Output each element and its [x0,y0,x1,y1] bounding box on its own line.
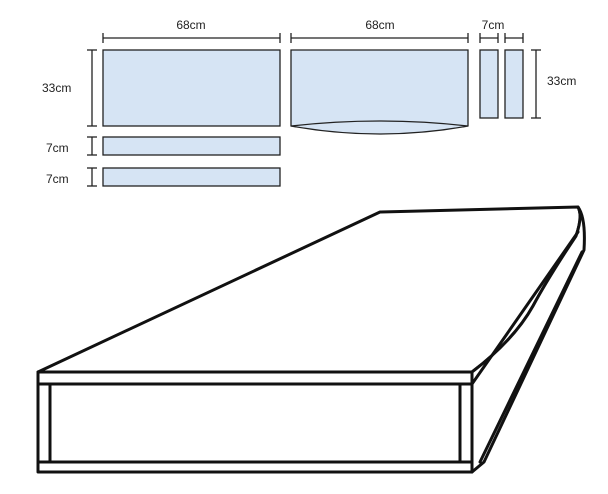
border-strip-1 [102,136,281,156]
bottom-panel-width-label: 68cm [365,18,394,32]
top-panel-width-label: 68cm [176,18,205,32]
cushion-illustration [36,205,586,474]
side-panel-left [479,49,499,119]
side-panel-height-label: 33cm [547,74,576,88]
dim-top-width [102,33,281,43]
cushion-side-seam-1 [470,230,580,386]
dim-top-height [87,49,97,127]
side-panel-width-label: 7cm [482,18,505,32]
dim-border-strip-2 [87,167,97,187]
side-panel-right [504,49,524,119]
top-panel [102,49,281,127]
border-strip-2-height-label: 7cm [46,172,69,186]
dim-border-strip-1 [87,136,97,156]
bottom-panel-curve-line [290,120,469,127]
top-panel-height-label: 33cm [42,81,71,95]
dim-sides-width [479,33,524,43]
dim-bottom-width [290,33,469,43]
border-strip-1-height-label: 7cm [46,141,69,155]
dim-sides-height [531,49,541,119]
border-strip-2 [102,167,281,187]
cushion-side-seam-2 [478,250,584,464]
cushion-front-face [36,370,474,474]
